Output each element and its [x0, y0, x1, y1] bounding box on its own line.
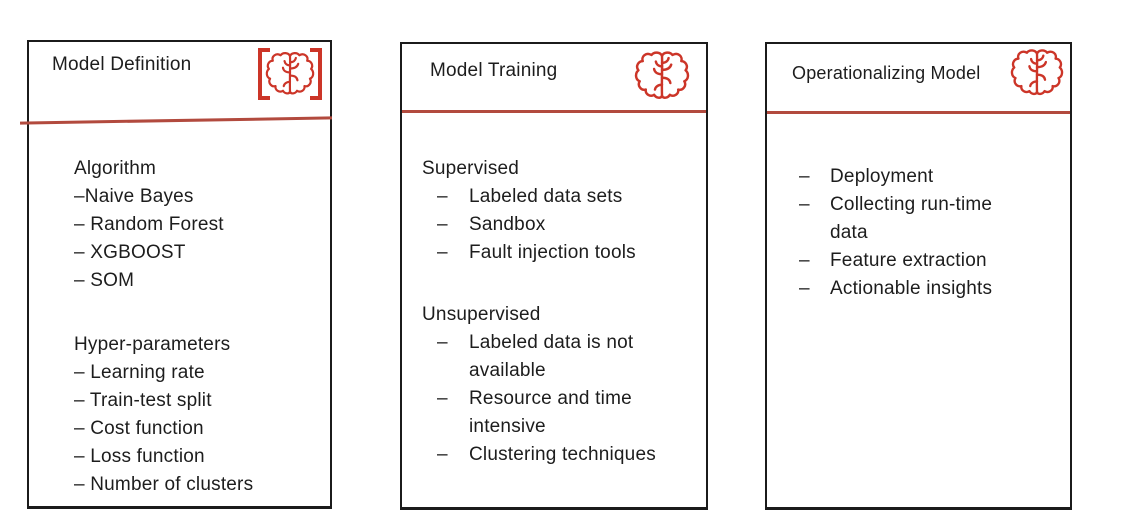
red-divider-line: [767, 111, 1070, 114]
red-divider-line: [402, 110, 706, 113]
bullet-text: Feature extraction: [830, 250, 987, 271]
section-heading: Supervised: [422, 158, 520, 179]
card-operationalizing-model: Operationalizing Model – Deployment – Co…: [765, 42, 1072, 510]
brain-icon: [1010, 49, 1064, 96]
left-bracket-icon: [258, 48, 270, 100]
bullet-text: Resource and time intensive: [469, 388, 632, 437]
bullet-item: – Actionable insights: [799, 275, 1064, 303]
section-unsupervised: Unsupervised – Labeled data is not avail…: [422, 301, 698, 469]
dash-bullet: –: [437, 388, 448, 409]
list-line: – Loss function: [74, 446, 205, 467]
card-body: – Deployment – Collecting run-time data …: [767, 113, 1070, 303]
bullet-text: Labeled data is not available: [469, 332, 634, 381]
bullet-item: – Fault injection tools: [437, 239, 698, 267]
dash-bullet: –: [437, 242, 448, 263]
dash-bullet: –: [799, 194, 810, 215]
brain-icon: [265, 52, 315, 95]
dash-bullet: –: [437, 332, 448, 353]
bullet-item: – Clustering techniques: [437, 441, 698, 469]
list-line: –Naive Bayes: [74, 186, 194, 207]
card-model-training: Model Training Supervised – Labeled data…: [400, 42, 708, 510]
card-header: Model Definition: [19, 42, 333, 125]
list-line: – XGBOOST: [74, 242, 186, 263]
bullet-text: Clustering techniques: [469, 444, 656, 465]
bullet-text: Collecting run-time data: [830, 194, 993, 243]
card-header: Model Training: [402, 44, 706, 113]
bullet-item: – Labeled data sets: [437, 183, 698, 211]
section-hyper-parameters: Hyper-parameters – Learning rate – Train…: [74, 331, 322, 499]
card-title: Model Definition: [52, 54, 192, 75]
bullet-text: Sandbox: [469, 214, 546, 235]
list-line: – Train-test split: [74, 390, 212, 411]
bullet-text: Fault injection tools: [469, 242, 636, 263]
card-body: Algorithm –Naive Bayes – Random Forest –…: [29, 120, 330, 499]
bullet-item: – Labeled data is not available: [437, 329, 698, 385]
card-title: Operationalizing Model: [792, 63, 981, 83]
section-supervised: Supervised – Labeled data sets – Sandbox…: [422, 155, 698, 267]
dash-bullet: –: [437, 444, 448, 465]
icon-wrap: [634, 48, 690, 104]
right-bracket-icon: [310, 48, 322, 100]
section-heading: Hyper-parameters: [74, 334, 231, 355]
card-model-definition: Model Definition Algorithm –Naive Bayes …: [19, 40, 333, 509]
bullet-item: – Resource and time intensive: [437, 385, 698, 441]
dash-bullet: –: [437, 214, 448, 235]
bullet-text: Actionable insights: [830, 278, 993, 299]
list-line: – Cost function: [74, 418, 204, 439]
bullet-item: – Collecting run-time data: [799, 191, 1064, 247]
card-header: Operationalizing Model: [767, 44, 1070, 114]
section-algorithm: Algorithm –Naive Bayes – Random Forest –…: [74, 155, 322, 295]
dash-bullet: –: [799, 166, 810, 187]
icon-wrap: [1010, 46, 1064, 100]
bullet-item: – Sandbox: [437, 211, 698, 239]
dash-bullet: –: [799, 278, 810, 299]
section-heading: Unsupervised: [422, 304, 541, 325]
card-title: Model Training: [430, 60, 558, 81]
dash-bullet: –: [799, 250, 810, 271]
brain-icon: [634, 51, 690, 99]
bullet-item: – Deployment: [799, 163, 1064, 191]
list-line: – Random Forest: [74, 214, 224, 235]
list-line: – SOM: [74, 270, 135, 291]
card-body: Supervised – Labeled data sets – Sandbox…: [402, 112, 706, 469]
dash-bullet: –: [437, 186, 448, 207]
section-heading: Algorithm: [74, 158, 157, 179]
bullet-text: Labeled data sets: [469, 186, 623, 207]
list-line: – Number of clusters: [74, 474, 254, 495]
section-operationalizing: – Deployment – Collecting run-time data …: [799, 163, 1064, 303]
brain-in-brackets-icon: [258, 48, 322, 100]
bullet-item: – Feature extraction: [799, 247, 1064, 275]
list-line: – Learning rate: [74, 362, 205, 383]
bullet-text: Deployment: [830, 166, 934, 187]
